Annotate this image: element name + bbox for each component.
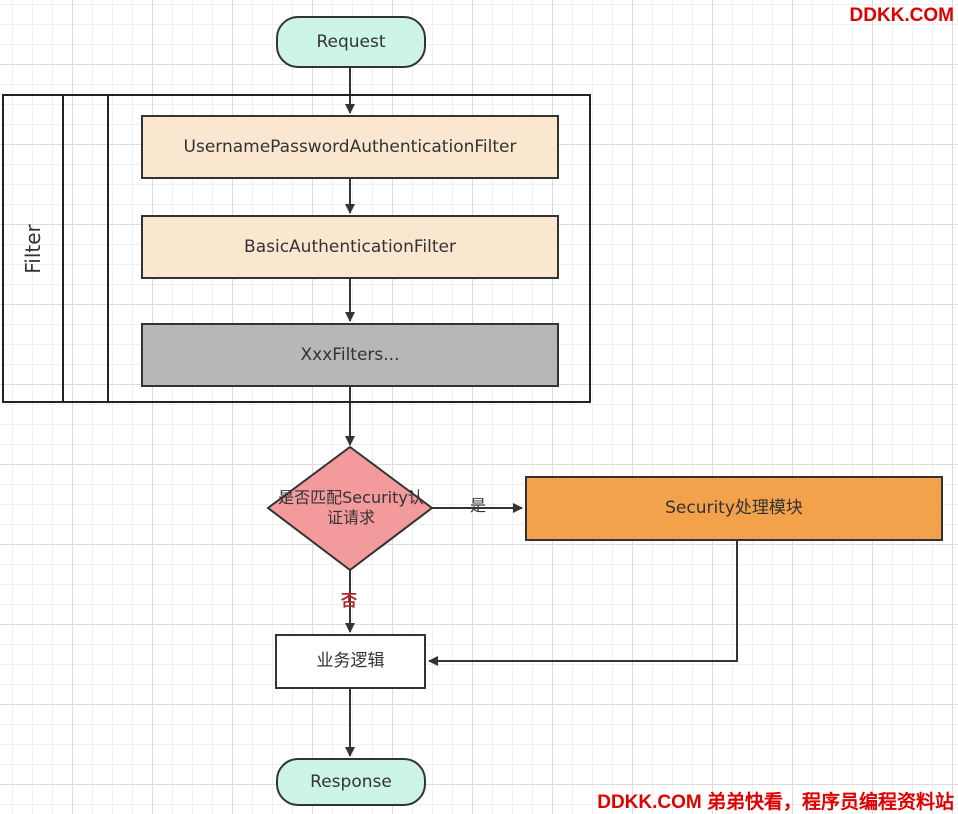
swimlane-label-container: Filter [4, 96, 62, 401]
basic-auth-filter-node: BasicAuthenticationFilter [141, 215, 559, 279]
business-logic-label: 业务逻辑 [316, 651, 385, 672]
swimlane-divider-1 [62, 96, 64, 401]
username-password-filter-node: UsernamePasswordAuthenticationFilter [141, 115, 559, 179]
filter-swimlane: Filter [2, 94, 591, 403]
response-label: Response [310, 771, 392, 792]
security-module-label: Security处理模块 [665, 498, 803, 519]
request-node: Request [276, 16, 426, 68]
basic-auth-filter-label: BasicAuthenticationFilter [244, 236, 456, 257]
edge-security-to-business [428, 540, 738, 666]
decision-label: 是否匹配Security认证请求 [278, 488, 424, 527]
watermark-top: DDKK.COM [849, 5, 955, 26]
decision-text: 是否匹配Security认证请求 [278, 468, 424, 548]
edge-label-no: 否 [341, 591, 358, 610]
edge-label-yes: 是 [470, 496, 487, 515]
xxx-filters-node: XxxFilters... [141, 323, 559, 387]
xxx-filters-label: XxxFilters... [300, 344, 400, 365]
username-password-filter-label: UsernamePasswordAuthenticationFilter [183, 136, 517, 157]
response-node: Response [276, 758, 426, 806]
request-label: Request [316, 31, 386, 52]
business-logic-node: 业务逻辑 [275, 634, 426, 689]
swimlane-label: Filter [21, 223, 45, 274]
decision-diamond-shape [266, 445, 434, 572]
swimlane-divider-2 [107, 96, 109, 401]
watermark-bottom: DDKK.COM 弟弟快看，程序员编程资料站 [597, 792, 954, 813]
security-module-node: Security处理模块 [525, 476, 943, 541]
